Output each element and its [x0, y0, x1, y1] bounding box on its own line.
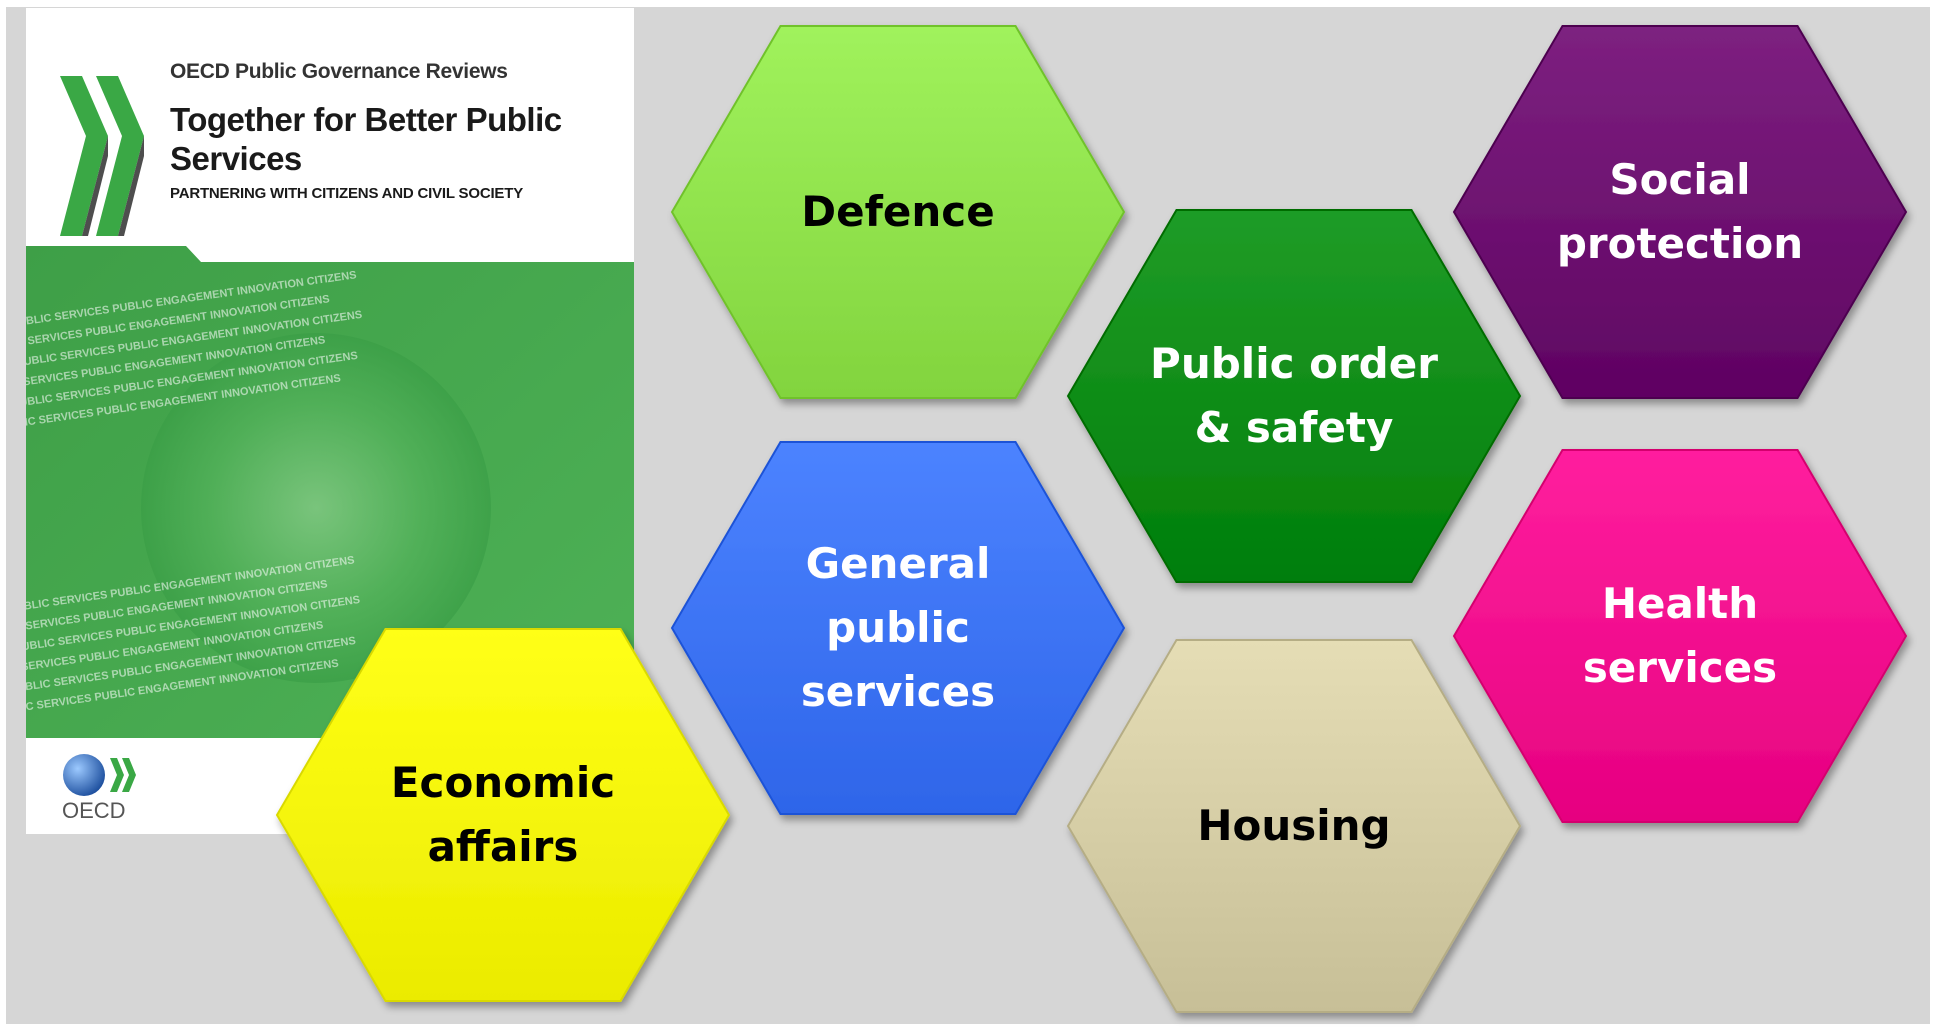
hexagon-public-order-safety: [1066, 209, 1522, 583]
hexagon-economic-affairs: [275, 628, 731, 1002]
hexagon-label-health-services: Health services: [1582, 579, 1778, 692]
hexagon-housing: [1066, 639, 1522, 1013]
hexagon-label-economic-affairs: Economic affairs: [390, 758, 616, 871]
cover-title: Together for Better Public Services: [170, 101, 562, 177]
oecd-wordmark: OECD: [62, 798, 126, 823]
oecd-globe-icon: [63, 754, 136, 796]
hexagon-label-public-order-safety: Public order & safety: [1150, 339, 1438, 452]
hexagon-social-protection: [1452, 25, 1908, 399]
cover-subtitle: PARTNERING WITH CITIZENS AND CIVIL SOCIE…: [170, 185, 523, 202]
hexagon-label-defence: Defence: [801, 187, 995, 236]
hexagon-label-general-public-services: General public services: [800, 539, 996, 716]
hexagon-label-housing: Housing: [1197, 801, 1391, 850]
hexagon-health-services: [1452, 449, 1908, 823]
cover-series-title: OECD Public Governance Reviews: [170, 60, 508, 83]
hexagon-defence: [670, 25, 1126, 399]
hexagon-label-social-protection: Social protection: [1556, 155, 1804, 268]
oecd-chevron-icon: [60, 76, 144, 236]
hexagon-general-public-services: [670, 441, 1126, 815]
